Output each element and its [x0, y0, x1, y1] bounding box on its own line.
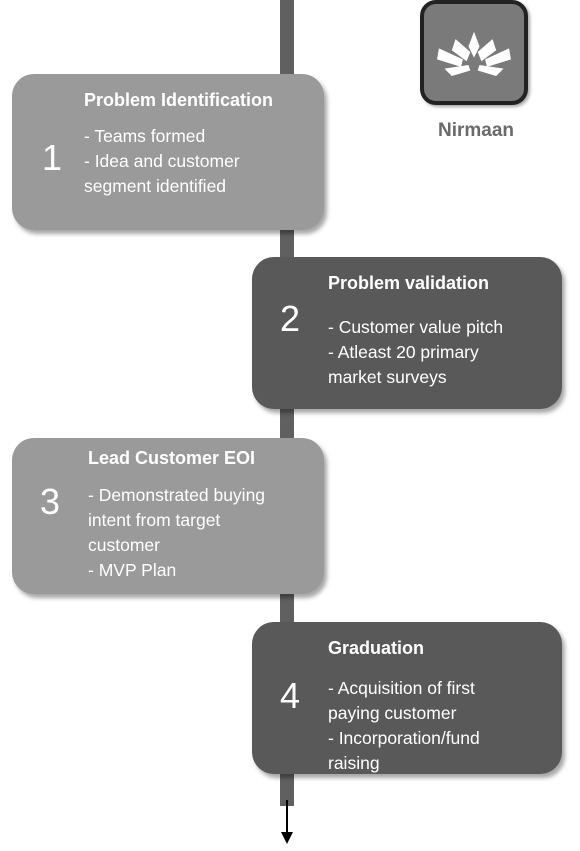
- timeline-arrow-shaft: [286, 800, 288, 834]
- stage-line: - Demonstrated buying: [88, 485, 266, 505]
- arrow-down-icon: [281, 832, 293, 844]
- stage-description: - Acquisition of first paying customer -…: [328, 676, 480, 776]
- stage-description: - Demonstrated buying intent from target…: [88, 483, 265, 583]
- stage-4-box: 4 Graduation - Acquisition of first payi…: [252, 622, 562, 774]
- stage-line: - Idea and customer: [84, 151, 240, 171]
- stage-line: - Atleast 20 primary: [328, 342, 479, 362]
- stage-description: - Teams formed - Idea and customer segme…: [84, 124, 240, 199]
- stage-1-box: 1 Problem Identification - Teams formed …: [12, 74, 324, 230]
- stage-number: 3: [40, 481, 61, 522]
- stage-line: - Acquisition of first: [328, 678, 475, 698]
- lotus-icon: [420, 0, 528, 105]
- stage-title: Graduation: [328, 638, 425, 658]
- stage-title: Problem validation: [328, 273, 490, 293]
- stage-line: raising: [328, 753, 380, 773]
- stage-line: - MVP Plan: [88, 560, 177, 580]
- stage-number: 2: [280, 298, 301, 339]
- stage-line: paying customer: [328, 703, 457, 723]
- logo-name: Nirmaan: [437, 120, 515, 141]
- stage-line: customer: [88, 535, 160, 555]
- stage-line: - Customer value pitch: [328, 317, 504, 337]
- stage-description: - Customer value pitch - Atleast 20 prim…: [328, 315, 503, 390]
- stage-3-box: 3 Lead Customer EOI - Demonstrated buyin…: [12, 438, 324, 594]
- stage-number: 1: [42, 137, 63, 178]
- stage-line: market surveys: [328, 367, 447, 387]
- stage-line: - Teams formed: [84, 126, 206, 146]
- stage-line: segment identified: [84, 176, 227, 196]
- stage-number: 4: [280, 675, 301, 716]
- stage-2-box: 2 Problem validation - Customer value pi…: [252, 257, 562, 409]
- stage-line: - Incorporation/fund: [328, 728, 480, 748]
- stage-line: intent from target: [88, 510, 221, 530]
- stage-title: Problem Identification: [84, 90, 274, 110]
- stage-title: Lead Customer EOI: [88, 448, 256, 468]
